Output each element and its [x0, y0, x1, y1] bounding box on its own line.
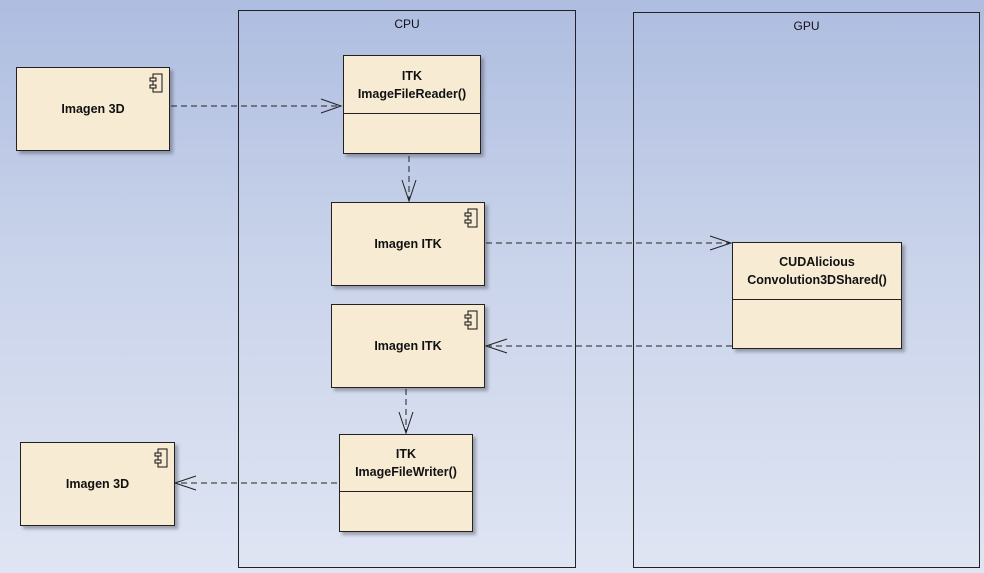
- itk-image-1-label: Imagen ITK: [374, 237, 442, 251]
- cpu-label: CPU: [394, 17, 420, 31]
- image-file-reader-class[interactable]: ITK ImageFileReader(): [343, 55, 481, 154]
- itk-image-component-1[interactable]: Imagen ITK: [331, 202, 485, 286]
- output-image-label: Imagen 3D: [65, 477, 130, 491]
- component-icon: [154, 448, 168, 468]
- input-image-label: Imagen 3D: [61, 102, 125, 116]
- reader-line2: ImageFileReader(): [357, 86, 467, 101]
- itk-image-component-2[interactable]: Imagen ITK: [331, 304, 485, 388]
- writer-line2: ImageFileWriter(): [355, 465, 457, 479]
- cuda-line1: CUDAlicious: [779, 255, 855, 269]
- component-icon: [149, 73, 163, 93]
- itk-image-2-label: Imagen ITK: [374, 339, 442, 353]
- component-icon: [464, 310, 478, 330]
- gpu-label: GPU: [793, 19, 820, 33]
- image-file-writer-class[interactable]: ITK ImageFileWriter(): [339, 434, 473, 532]
- input-image-component[interactable]: Imagen 3D: [16, 67, 170, 151]
- gpu-boundary: GPU: [633, 12, 980, 568]
- cuda-convolution-class[interactable]: CUDAlicious Convolution3DShared(): [732, 242, 902, 349]
- cpu-boundary: CPU: [238, 10, 576, 568]
- cuda-line2: Convolution3DShared(): [747, 273, 887, 287]
- output-image-component[interactable]: Imagen 3D: [20, 442, 175, 526]
- component-icon: [464, 208, 478, 228]
- writer-line1: ITK: [395, 447, 417, 461]
- reader-line1: ITK: [401, 68, 423, 83]
